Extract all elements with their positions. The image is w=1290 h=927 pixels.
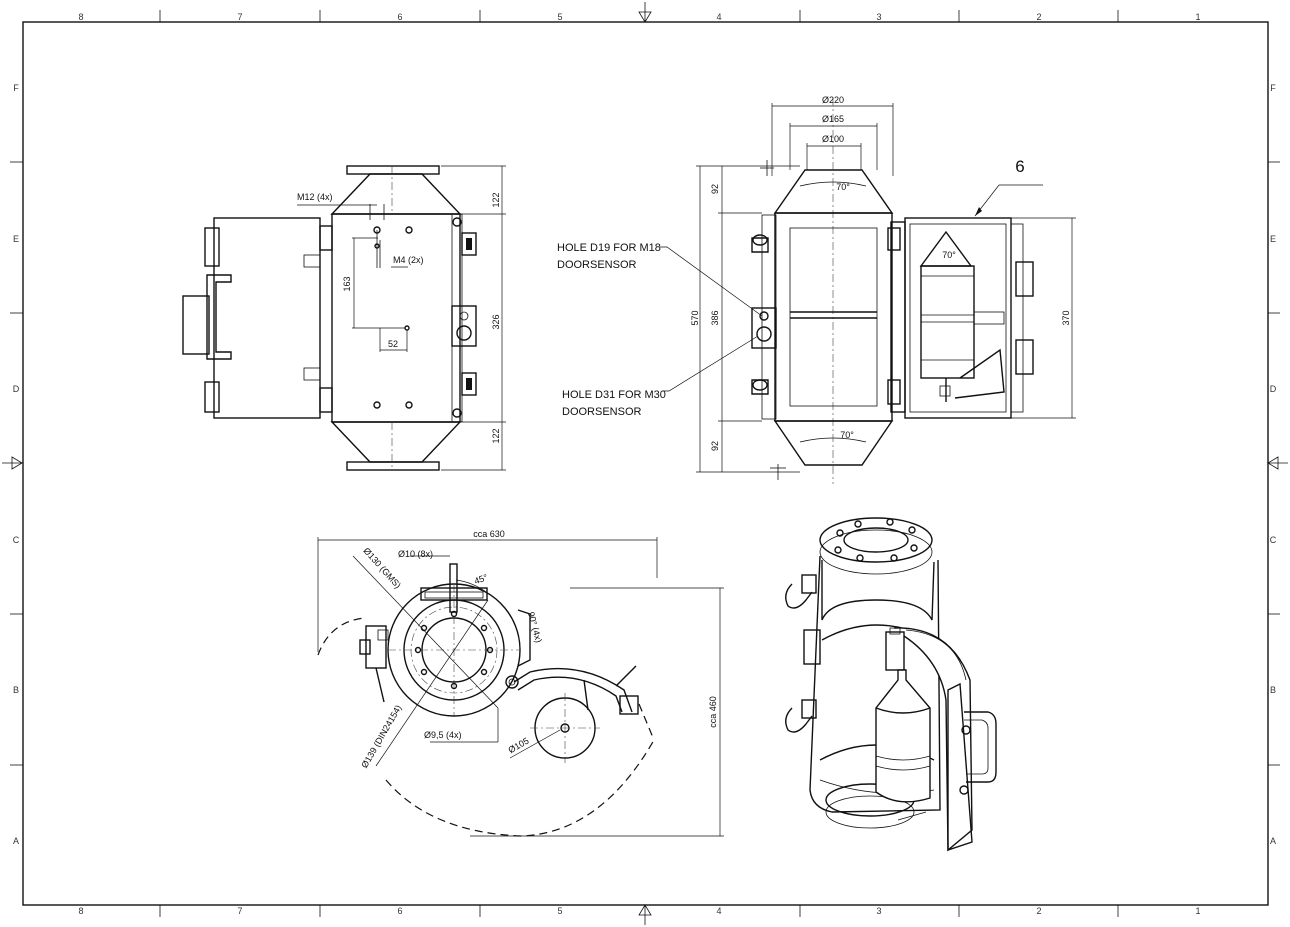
top-view — [317, 537, 724, 837]
dim-326: 326 — [491, 314, 501, 329]
dim-d165: Ø165 — [822, 114, 844, 124]
top-cone — [330, 173, 462, 215]
dim-d105: Ø105 — [506, 736, 530, 756]
col-label-bottom: 5 — [557, 906, 562, 916]
dim-angle-top: 70° — [836, 182, 850, 192]
dim-angle-cone: 70° — [942, 250, 956, 260]
housing — [331, 213, 461, 423]
col-label-top: 5 — [557, 12, 562, 22]
col-label-bottom: 7 — [237, 906, 242, 916]
grid-labels: 8 7 6 5 4 3 2 1 8 7 6 5 4 3 2 1 F E D C … — [13, 12, 1277, 916]
row-label-left: D — [13, 384, 20, 394]
iso-cartridge — [875, 669, 931, 803]
sensor-box — [451, 305, 477, 347]
dim-d10: Ø10 (8x) — [398, 549, 433, 559]
dim-angle90: 90° (4x) — [526, 611, 544, 644]
dim-m12: M12 (4x) — [297, 192, 333, 202]
note-hole-d31-line1: HOLE D31 FOR M30 — [562, 389, 666, 401]
row-label-left: C — [13, 535, 20, 545]
top-flange — [346, 165, 440, 175]
dim-92-bottom: 92 — [710, 441, 720, 451]
front-view-labels: M12 (4x) M4 (2x) 163 52 122 326 122 — [297, 192, 501, 444]
dim-d139: Ø139 (DIN24154) — [359, 703, 403, 770]
row-label-left: A — [13, 836, 19, 846]
centering-mark-right — [1267, 456, 1288, 470]
handle — [206, 274, 232, 360]
dim-122-bottom: 122 — [491, 428, 501, 443]
dim-370: 370 — [1061, 310, 1071, 325]
col-label-bottom: 1 — [1195, 906, 1200, 916]
item-number-balloon: 6 — [1015, 157, 1024, 176]
centering-mark-bottom — [638, 904, 652, 925]
row-label-right: A — [1270, 836, 1276, 846]
col-label-bottom: 2 — [1036, 906, 1041, 916]
top-view-labels: cca 630 Ø10 (8x) Ø130 (GMS) 45° 90° (4x)… — [359, 529, 718, 770]
bottom-cone — [330, 421, 462, 463]
note-hole-d31-line2: DOORSENSOR — [562, 406, 642, 418]
dim-386: 386 — [710, 310, 720, 325]
door-swing-arc-left — [317, 617, 365, 656]
side-top-cone — [773, 169, 894, 214]
bottom-flange — [346, 461, 440, 471]
hinge-top — [204, 227, 220, 267]
dim-92-top: 92 — [710, 184, 720, 194]
hinge-bottom — [204, 381, 220, 413]
dim-d100: Ø100 — [822, 134, 844, 144]
door-plate — [182, 295, 210, 355]
door-panel — [213, 217, 321, 419]
iso-top-flange — [819, 517, 933, 563]
col-label-top: 7 — [237, 12, 242, 22]
row-label-right: C — [1270, 535, 1277, 545]
dim-570: 570 — [690, 310, 700, 325]
dim-122-top: 122 — [491, 192, 501, 207]
side-view-labels: Ø220 Ø165 Ø100 70° 70° 70° 92 570 386 92… — [557, 95, 1071, 451]
row-label-right: F — [1270, 83, 1276, 93]
col-label-top: 3 — [876, 12, 881, 22]
col-label-bottom: 3 — [876, 906, 881, 916]
dim-d130: Ø130 (GMS) — [361, 546, 403, 591]
dim-m4: M4 (2x) — [393, 255, 424, 265]
dim-163: 163 — [342, 276, 352, 291]
note-hole-d19-line2: DOORSENSOR — [557, 259, 637, 271]
side-view — [660, 98, 1076, 484]
col-label-top: 1 — [1195, 12, 1200, 22]
col-label-bottom: 4 — [716, 906, 721, 916]
dim-angle-bottom: 70° — [840, 430, 854, 440]
door-swing-arc-bottom — [385, 739, 655, 837]
row-label-left: F — [13, 83, 19, 93]
row-label-right: E — [1270, 234, 1276, 244]
row-label-left: B — [13, 685, 19, 695]
col-label-bottom: 6 — [397, 906, 402, 916]
front-view — [182, 165, 506, 471]
centering-mark-left — [2, 456, 23, 470]
dim-d95: Ø9,5 (4x) — [424, 730, 462, 740]
side-housing — [774, 212, 893, 422]
dim-52: 52 — [388, 339, 398, 349]
row-label-right: D — [1270, 384, 1277, 394]
isometric-view — [785, 517, 997, 852]
centering-mark-top — [638, 2, 652, 23]
note-hole-d19-line1: HOLE D19 FOR M18 — [557, 242, 661, 254]
row-label-right: B — [1270, 685, 1276, 695]
dim-d220: Ø220 — [822, 95, 844, 105]
side-bottom-cone — [773, 420, 894, 466]
dim-cca630: cca 630 — [473, 529, 505, 539]
col-label-top: 8 — [78, 12, 83, 22]
dim-angle45: 45° — [473, 572, 490, 586]
row-label-left: E — [13, 234, 19, 244]
col-label-top: 6 — [397, 12, 402, 22]
dim-cca460: cca 460 — [708, 696, 718, 728]
col-label-bottom: 8 — [78, 906, 83, 916]
col-label-top: 4 — [716, 12, 721, 22]
cartridge-cone — [919, 230, 973, 267]
col-label-top: 2 — [1036, 12, 1041, 22]
